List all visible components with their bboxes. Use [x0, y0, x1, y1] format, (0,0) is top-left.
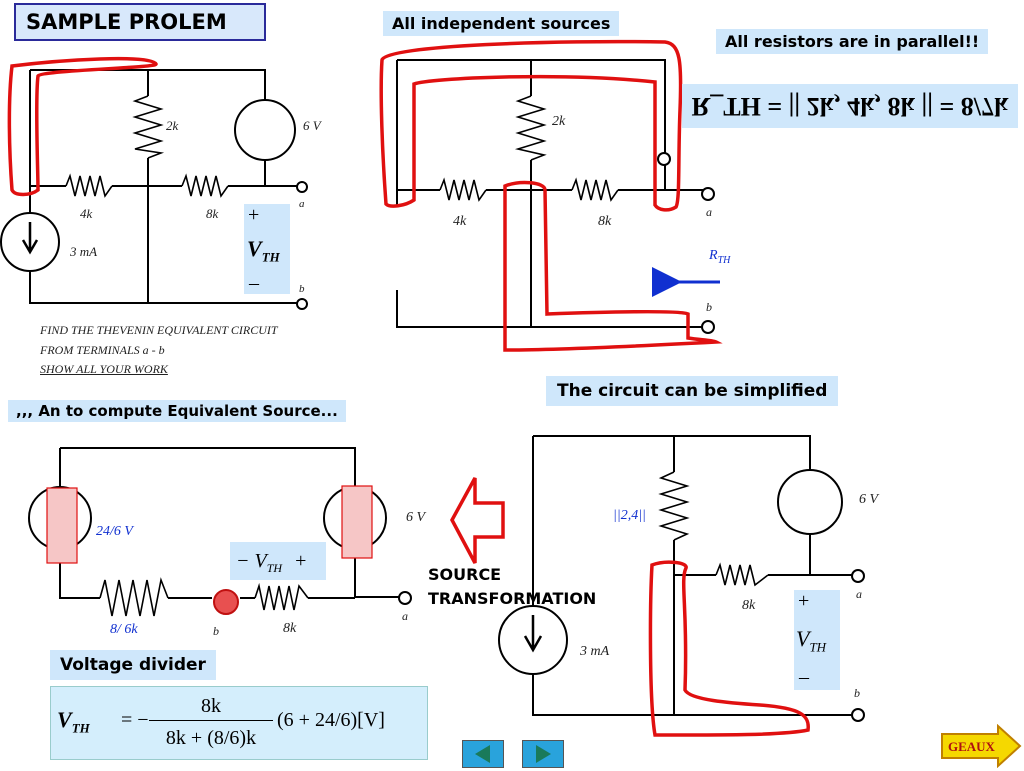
circuit3-right-polarity-box [341, 485, 373, 559]
c3-vth-box: − VTH + [230, 542, 326, 580]
c1-vth-minus: – [249, 272, 259, 294]
circuit2-resistor-2k [514, 95, 547, 161]
circuit1-red-annotation [7, 56, 158, 197]
c1-label-a: a [299, 198, 305, 210]
circuit3-node-b [213, 589, 239, 615]
c3-vth-plus: + [295, 550, 307, 572]
circuit4-current-arrow [523, 615, 543, 653]
source-transformation-label: SOURCE TRANSFORMATION [428, 565, 597, 608]
c4-label-b: b [854, 686, 860, 700]
circuit2-small-node [657, 152, 671, 166]
triangle-right-icon [536, 745, 551, 763]
c4-vth-minus: – [799, 666, 809, 688]
c1-vth-box: + VTH – [244, 204, 290, 294]
label-compute-equiv: ,,, An to compute Equivalent Source... [8, 400, 346, 422]
circuit4-wires [532, 435, 855, 716]
circuit2-resistor-8k [571, 177, 619, 202]
circuit1-wires [29, 69, 300, 304]
instructions-line2: FROM TERMINALS a - b [40, 343, 165, 357]
circuit1-terminal-a [296, 181, 308, 193]
c1-label-3ma: 3 mA [70, 244, 98, 259]
c4-label-parallel: ||2,4|| [613, 508, 646, 523]
formula-eq: = − [121, 709, 149, 731]
label-simplified: The circuit can be simplified [546, 376, 839, 406]
c1-label-2k: 2k [166, 118, 179, 133]
prev-slide-button[interactable] [462, 740, 504, 768]
circuit4-voltage-source [777, 469, 843, 535]
c1-vth-plus: + [248, 204, 260, 226]
formula-tail: (6 + 24/6)[V] [277, 709, 385, 731]
circuit1-resistor-4k [65, 173, 113, 198]
circuit1-voltage-source [234, 99, 296, 161]
c3-label-b: b [213, 624, 219, 638]
circuit4-red-annotation [648, 560, 810, 737]
circuit3-wires [59, 447, 400, 599]
label-independent-sources: All independent sources [383, 11, 620, 36]
circuit1-terminal-b [296, 298, 308, 310]
arrow-right-icon [941, 724, 1022, 768]
c2-label-rth: RTH [709, 248, 731, 266]
c3-vth-expr: − VTH [236, 550, 283, 575]
circuit2-resistor-4k [439, 177, 487, 202]
circuit2-terminal-b [701, 320, 715, 334]
circuit2-wires [396, 59, 704, 328]
circuit4-terminal-a [851, 569, 865, 583]
c4-label-a: a [856, 587, 862, 601]
c4-label-6v: 6 V [859, 492, 879, 507]
c2-label-2k: 2k [552, 114, 566, 129]
c2-label-8k: 8k [598, 214, 612, 229]
label-voltage-divider: Voltage divider [50, 650, 216, 680]
circuit3-terminal-a [398, 591, 412, 605]
c4-vth-label: VTH [796, 626, 827, 655]
circuit4-resistor-parallel [658, 471, 690, 541]
circuit1-resistor-2k [132, 95, 165, 159]
c1-label-8k: 8k [206, 206, 219, 221]
c4-vth-box: + VTH – [794, 590, 840, 690]
c2-label-a: a [706, 205, 712, 219]
c4-label-3ma: 3 mA [580, 644, 610, 659]
instructions-line3: SHOW ALL YOUR WORK [40, 362, 168, 376]
rth-mirrored-equation: R_TH = || 2k, 4k, 8k || = 8/7k [682, 84, 1018, 128]
label-all-parallel: All resistors are in parallel!! [716, 29, 989, 54]
circuit4-resistor-8k [715, 562, 769, 587]
formula-lhs: VTH [57, 707, 90, 736]
circuit2-red-annotation-bottom [503, 180, 723, 352]
voltage-divider-formula: VTH = − 8k 8k + (8/6)k (6 + 24/6)[V] [50, 686, 428, 760]
c3-label-24-6v: 24/6 V [96, 524, 133, 539]
c2-label-b: b [706, 300, 712, 314]
c4-label-8k: 8k [742, 598, 756, 613]
circuit3-left-polarity-box [46, 487, 78, 564]
c1-label-b: b [299, 283, 305, 295]
next-slide-button[interactable] [522, 740, 564, 768]
circuit2-terminal-a [701, 187, 715, 201]
c1-label-6v: 6 V [303, 118, 321, 133]
c3-label-6v: 6 V [406, 510, 426, 525]
slide-title: SAMPLE PROLEM [14, 3, 266, 41]
circuit3-resistor-86k [99, 577, 169, 617]
c1-vth-label: VTH [247, 236, 280, 265]
c1-label-4k: 4k [80, 206, 93, 221]
circuit4-terminal-b [851, 708, 865, 722]
source-transformation-arrow [450, 477, 505, 564]
c4-vth-plus: + [798, 590, 810, 612]
formula-denominator: 8k + (8/6)k [165, 727, 257, 749]
geaux-button[interactable]: GEAUX [940, 724, 1022, 768]
instructions-line1: FIND THE THEVENIN EQUIVALENT CIRCUIT [40, 323, 278, 337]
circuit2-red-annotation-top [379, 39, 683, 212]
geaux-label: GEAUX [948, 739, 995, 754]
triangle-left-icon [475, 745, 490, 763]
c2-label-4k: 4k [453, 214, 467, 229]
circuit1-current-arrow [21, 222, 39, 255]
c3-label-86k: 8/ 6k [110, 622, 138, 637]
formula-numerator: 8k [149, 695, 273, 721]
circuit3-resistor-8k [254, 582, 309, 611]
c3-label-8k: 8k [283, 621, 297, 636]
circuit1-resistor-8k [181, 173, 229, 198]
c3-label-a: a [402, 609, 408, 623]
